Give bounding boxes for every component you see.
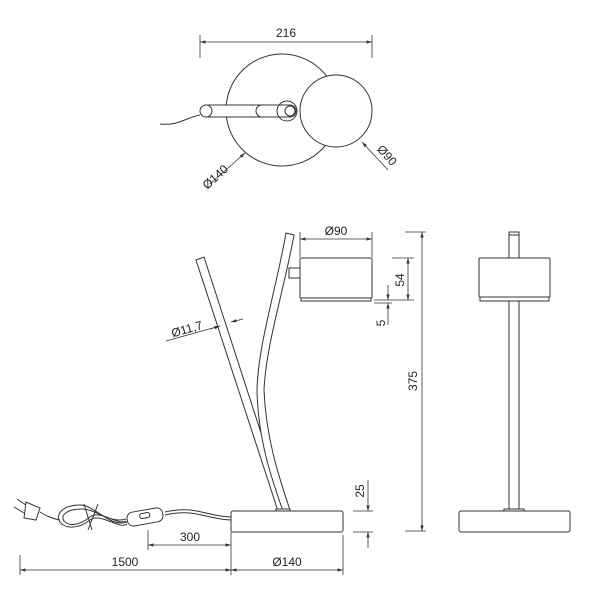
front-shade-ring: [479, 296, 550, 302]
top-view: 216 Ø140 Ø90: [159, 26, 400, 192]
cable-coil: [62, 508, 127, 525]
cable: [164, 509, 232, 518]
shade-ring: [300, 297, 372, 302]
base: [230, 510, 344, 533]
front-shade: [478, 257, 551, 298]
shade-connector: [288, 267, 301, 279]
rod-cap: [508, 231, 520, 236]
shade-diameter-label: Ø90: [325, 224, 348, 238]
rod-diameter-arrow: [209, 325, 221, 330]
switch-button: [139, 512, 151, 520]
rod-diameter-label: Ø11,7: [170, 318, 205, 340]
rod-diameter-arrow: [230, 318, 244, 323]
shade-height-label: 54: [393, 273, 407, 287]
inline-switch: [126, 507, 164, 527]
base-diameter-label: Ø140: [200, 162, 231, 192]
plug-pin: [16, 498, 27, 506]
front-base: [458, 510, 571, 533]
plug: [23, 501, 41, 521]
plug-pin: [13, 506, 25, 514]
width-label: 216: [276, 26, 296, 40]
base-height-label: 25: [353, 484, 367, 498]
base-diameter-label: Ø140: [272, 555, 302, 569]
base-diameter-leader: [209, 152, 246, 185]
shade-circle: [299, 74, 373, 148]
total-height-label: 375: [406, 371, 420, 391]
ring-height-label: 5: [374, 319, 388, 326]
cable: [164, 512, 232, 521]
pivot: [276, 100, 298, 122]
cable-length-label: 1500: [112, 555, 139, 569]
pivot-joint: [284, 105, 296, 117]
cable: [39, 511, 61, 521]
shade-diameter-leader: [361, 141, 389, 171]
arm-end: [199, 104, 213, 118]
cable: [159, 114, 201, 125]
side-view: Ø90 54 5 375 Ø11,7 25 300 Ø140: [13, 224, 426, 575]
shade: [299, 257, 373, 299]
shade-diameter-label: Ø90: [374, 142, 400, 168]
switch-distance-label: 300: [180, 530, 200, 544]
right-rod: [256, 232, 295, 512]
front-view: [458, 231, 571, 533]
cable-tie: [83, 503, 99, 531]
cable-coil: [57, 504, 128, 528]
